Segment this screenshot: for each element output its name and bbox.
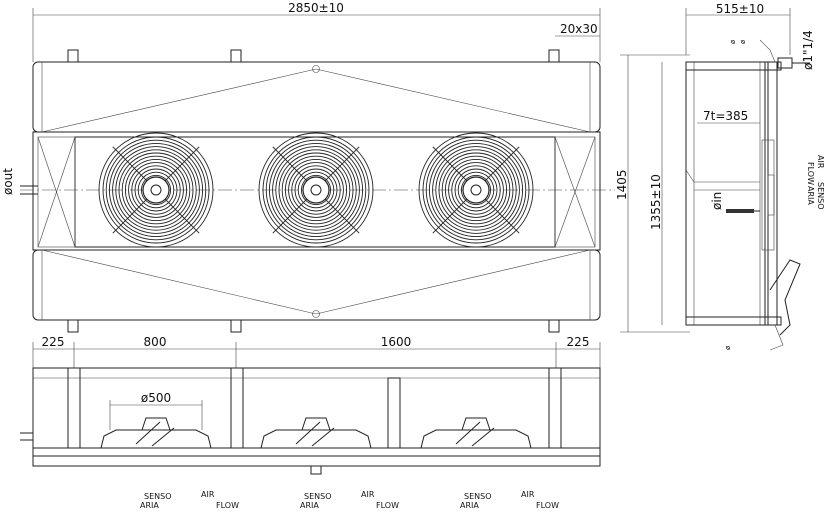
sensor-label-b-2: ARIA [300, 501, 319, 510]
front-labels: SENSOARIAAIRFLOWSENSOARIAAIRFLOWSENSOARI… [140, 490, 559, 510]
right-edge-dim: 225 [567, 335, 590, 349]
sensor-label-1: SENSO [144, 492, 172, 501]
air-label-3: AIR [521, 490, 535, 499]
side-air-label-2: FLOW [806, 162, 815, 185]
overall-height-dim: 1405 [615, 169, 629, 200]
side-sensor-label-1: SENSO [816, 182, 825, 210]
overall-length-dim: 2850±10 [288, 1, 344, 15]
fan-2 [258, 132, 374, 248]
air-label-1: AIR [201, 490, 215, 499]
flow-label-1: FLOW [216, 501, 239, 510]
depth-dim: 515±10 [716, 2, 764, 16]
left-edge-dim: 225 [42, 335, 65, 349]
fan-profile-3 [420, 417, 532, 449]
sensor-label-b-1: ARIA [140, 501, 159, 510]
flow-label-2: FLOW [376, 501, 399, 510]
fan-diameter-dim: ø500 [141, 391, 171, 405]
sensor-label-b-3: ARIA [460, 501, 479, 510]
flow-label-3: FLOW [536, 501, 559, 510]
sensor-label-3: SENSO [464, 492, 492, 501]
svg-text:ø: ø [729, 39, 737, 44]
outlet-dim: øout [1, 168, 15, 195]
top-view: 2850±10 20x30 øout [1, 1, 615, 333]
fan-group [98, 132, 534, 248]
fan-profile-1 [100, 417, 212, 449]
spacing2-dim: 1600 [381, 335, 412, 349]
side-air-label-1: AIR [816, 155, 825, 169]
side-view: 515±10 ø1"1/4 1405 1355±10 7t=385 øin [615, 2, 825, 351]
svg-text:ø: ø [724, 345, 732, 350]
sensor-label-2: SENSO [304, 492, 332, 501]
spacing-dim: 800 [144, 335, 167, 349]
bracket-dim: 20x30 [560, 22, 598, 36]
tube-dim: 7t=385 [703, 109, 748, 123]
fan-profile-group [100, 417, 532, 449]
connection-dim: ø1"1/4 [801, 30, 815, 70]
air-label-2: AIR [361, 490, 375, 499]
fan-3 [418, 132, 534, 248]
svg-text:ø: ø [739, 39, 747, 44]
fan-profile-2 [260, 417, 372, 449]
inner-height-dim: 1355±10 [649, 174, 663, 230]
fan-1 [98, 132, 214, 248]
front-view: 225 800 1600 225 ø500 SENSOARIAAIRFLOWSE… [20, 335, 601, 510]
inlet-dim: øin [710, 192, 724, 210]
side-sensor-label-2: ARIA [806, 186, 815, 205]
